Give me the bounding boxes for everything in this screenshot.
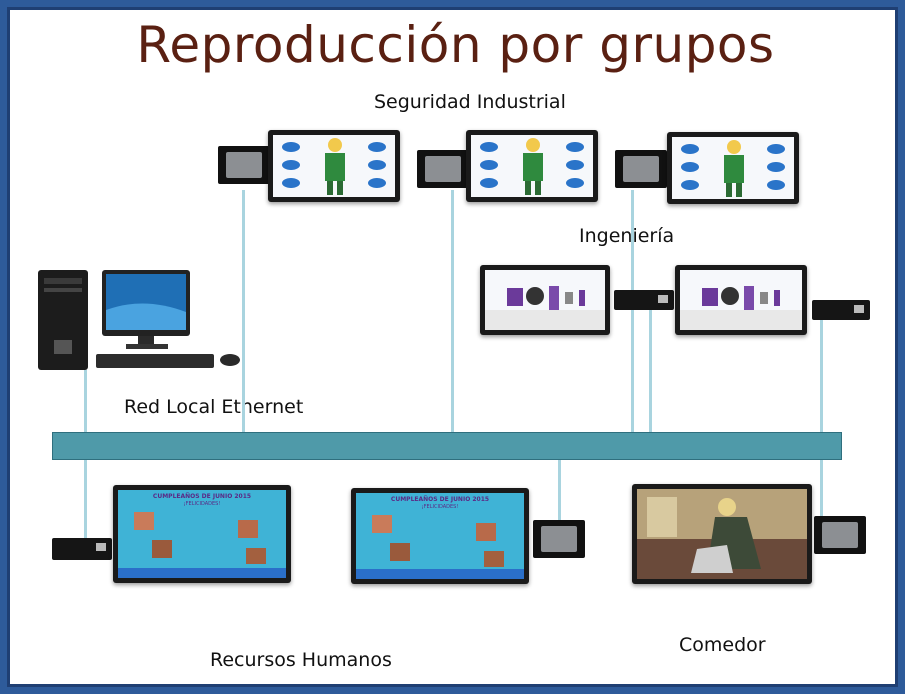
safety-screen [471, 135, 593, 197]
link-ing-2 [820, 320, 823, 434]
media-player-icon [417, 150, 469, 188]
media-player-icon [814, 516, 866, 554]
monitor-seguridad-1 [268, 130, 400, 202]
media-stick-icon [614, 290, 674, 310]
diagram-title: Reproducción por grupos [136, 16, 775, 74]
engineering-screen [485, 270, 605, 330]
monitor-seguridad-2 [466, 130, 598, 202]
media-stick-icon [52, 538, 112, 560]
monitor-comedor [632, 484, 812, 584]
computer-icon [34, 266, 244, 378]
safety-screen [672, 137, 794, 199]
birthday-title: CUMPLEAÑOS DE JUNIO 2015 [390, 496, 490, 503]
link-seg-1 [242, 190, 245, 434]
media-player-icon [533, 520, 585, 558]
link-seg-2 [451, 190, 454, 434]
link-comedor [820, 458, 823, 520]
label-seguridad-industrial: Seguridad Industrial [374, 91, 566, 113]
diagram-frame: Reproducción por grupos Seguridad Indust… [7, 7, 898, 687]
media-player-icon [615, 150, 667, 188]
link-rrhh-2 [558, 458, 561, 528]
birthday-subtitle: ¡FELICIDADES! [421, 504, 459, 510]
link-pc [84, 370, 87, 434]
label-recursos-humanos: Recursos Humanos [210, 649, 392, 671]
monitor-seguridad-3 [667, 132, 799, 204]
monitor-rrhh-2: CUMPLEAÑOS DE JUNIO 2015 ¡FELICIDADES! [351, 488, 529, 584]
movie-screen [637, 489, 807, 579]
monitor-ingenieria-2 [675, 265, 807, 335]
safety-screen [273, 135, 395, 197]
link-ing-1 [649, 310, 652, 434]
birthday-screen: CUMPLEAÑOS DE JUNIO 2015 ¡FELICIDADES! [356, 493, 524, 579]
media-player-icon [218, 146, 270, 184]
monitor-ingenieria-1 [480, 265, 610, 335]
birthday-title: CUMPLEAÑOS DE JUNIO 2015 [152, 493, 252, 500]
label-comedor: Comedor [679, 634, 766, 656]
monitor-rrhh-1: CUMPLEAÑOS DE JUNIO 2015 ¡FELICIDADES! [113, 485, 291, 583]
engineering-screen [680, 270, 802, 330]
media-stick-icon [812, 300, 870, 320]
link-seg-3 [631, 190, 634, 434]
link-rrhh-1 [84, 458, 87, 540]
birthday-subtitle: ¡FELICIDADES! [183, 501, 221, 507]
label-red-local-ethernet: Red Local Ethernet [124, 396, 304, 418]
birthday-screen: CUMPLEAÑOS DE JUNIO 2015 ¡FELICIDADES! [118, 490, 286, 578]
label-ingenieria: Ingeniería [579, 225, 675, 247]
ethernet-bus [52, 432, 842, 460]
